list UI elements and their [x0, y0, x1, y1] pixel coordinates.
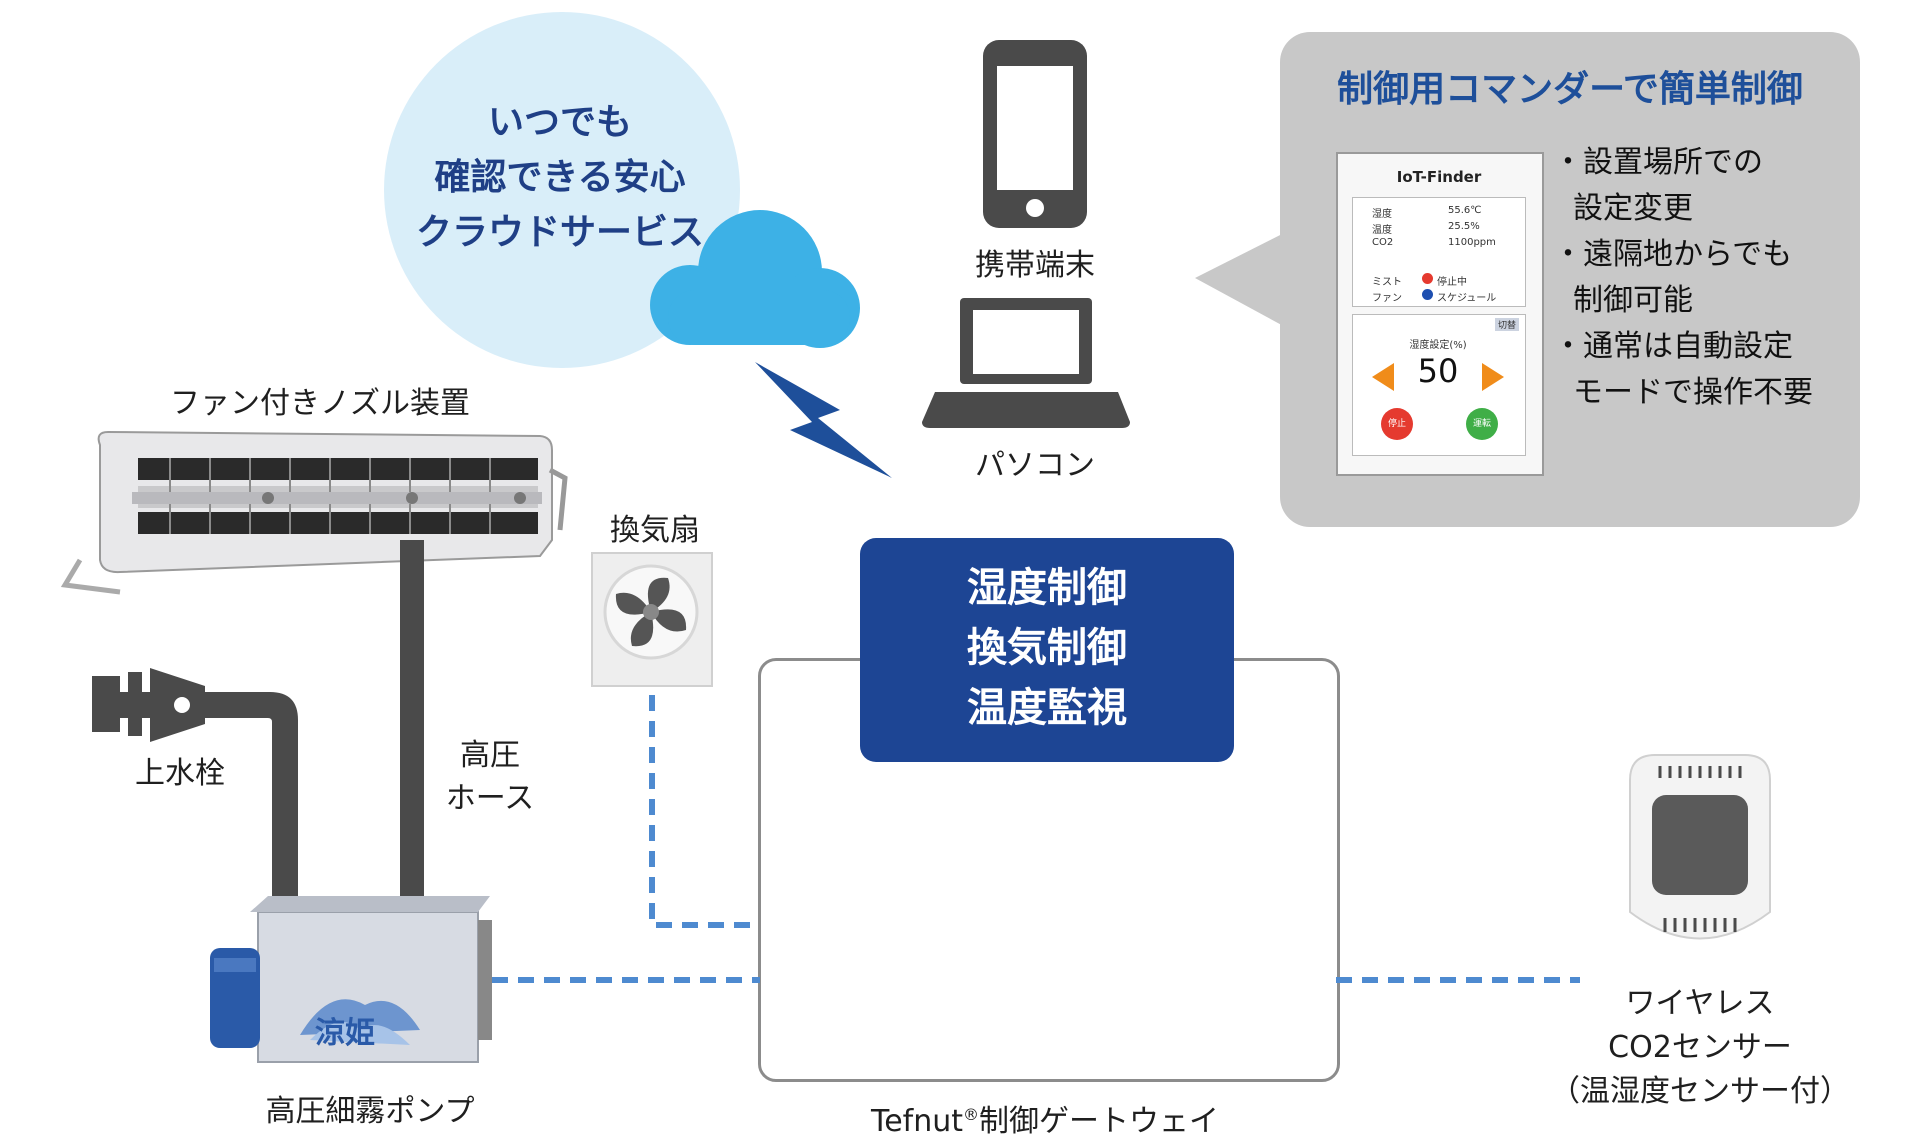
sensor-label-line-2: CO2センサー: [1608, 1030, 1792, 1065]
pump-label: 高圧細霧ポンプ: [265, 1094, 475, 1129]
bullet-2-line-1: ・遠隔地からでも: [1553, 237, 1793, 272]
control-functions-box: [860, 538, 1234, 762]
cloud-icon: [650, 210, 860, 348]
decrease-arrow-icon[interactable]: [1372, 363, 1394, 391]
faucet-label: 上水栓: [135, 756, 225, 791]
mist-status-dot: [1422, 273, 1433, 284]
bullet-3-line-2: モードで操作不要: [1573, 375, 1813, 410]
fan-to-gateway-line: [649, 695, 760, 928]
faucet-image: [92, 668, 298, 905]
mobile-label: 携帯端末: [975, 248, 1095, 283]
callout-bullets: ・設置場所での 設定変更 ・遠隔地からでも 制御可能 ・通常は自動設定 モードで…: [1553, 140, 1813, 416]
reading-name: CO2: [1372, 237, 1394, 248]
iot-finder-title: IoT-Finder: [1396, 168, 1482, 186]
control-line-1: 湿度制御: [967, 565, 1127, 611]
bullet-3-line-1: ・通常は自動設定: [1553, 329, 1793, 364]
run-button[interactable]: 運転: [1466, 408, 1498, 440]
hose-label-line-1: 高圧: [460, 738, 520, 773]
humidity-setting-label: 湿度設定(%): [1409, 340, 1467, 351]
sensor-readings-panel: [1352, 197, 1526, 307]
callout-pointer: [1195, 225, 1300, 335]
reading-name: 湿度: [1372, 209, 1392, 220]
nozzle-label: ファン付きノズル装置: [170, 386, 470, 421]
cloud-line-2: 確認できる安心: [434, 157, 686, 198]
laptop-icon: [922, 298, 1130, 428]
reading-value: 25.5%: [1448, 221, 1480, 232]
smartphone-icon: [983, 40, 1087, 228]
high-pressure-hose: [400, 540, 424, 905]
gateway-brand: Tefnut: [870, 1104, 964, 1139]
sensor-label-line-1: ワイヤレス: [1625, 986, 1775, 1021]
mist-label: ミスト: [1372, 277, 1402, 288]
stop-button[interactable]: 停止: [1381, 408, 1413, 440]
fan-label: ファン: [1372, 293, 1402, 304]
gateway-name: 制御ゲートウェイ: [979, 1104, 1220, 1139]
ventilation-fan-label: 換気扇: [610, 513, 700, 548]
hose-label-line-2: ホース: [445, 781, 535, 816]
cloud-line-3: クラウドサービス: [415, 212, 704, 253]
bullet-2-line-2: 制御可能: [1573, 283, 1693, 318]
switch-tag[interactable]: 切替: [1495, 318, 1520, 331]
control-functions-text: 湿度制御 換気制御 温度監視: [860, 558, 1234, 738]
pump-brand-logo: 涼姫: [315, 1016, 375, 1051]
reading-name: 温度: [1372, 225, 1392, 236]
fan-status: スケジュール: [1437, 293, 1497, 304]
callout-title: 制御用コマンダーで簡単制御: [1337, 69, 1803, 110]
mist-status: 停止中: [1437, 277, 1467, 288]
bullet-1-line-2: 設定変更: [1573, 191, 1693, 226]
high-pressure-pump-image: [210, 896, 492, 1063]
cloud-service-caption: いつでも 確認できる安心 クラウドサービス: [395, 95, 725, 260]
control-line-2: 換気制御: [967, 625, 1127, 671]
cloud-bubble: [384, 12, 740, 368]
lightning-bolt-icon: [755, 362, 892, 478]
gateway-label: Tefnut®制御ゲートウェイ: [780, 1096, 1310, 1140]
sensor-label-line-3: （温湿度センサー付）: [1550, 1074, 1850, 1109]
pc-label: パソコン: [975, 448, 1095, 483]
fan-nozzle-unit-image: [60, 430, 568, 595]
bullet-1-line-1: ・設置場所での: [1553, 145, 1763, 180]
fan-status-dot: [1422, 289, 1433, 300]
control-line-3: 温度監視: [967, 685, 1127, 731]
humidity-setpoint: 50: [1417, 352, 1459, 390]
registered-mark: ®: [963, 1105, 980, 1124]
reading-value: 1100ppm: [1448, 237, 1496, 248]
increase-arrow-icon[interactable]: [1482, 363, 1504, 391]
co2-sensor-image: [1629, 754, 1771, 940]
cloud-line-1: いつでも: [487, 102, 632, 143]
ventilation-fan-image: [591, 552, 713, 687]
reading-value: 55.6℃: [1448, 205, 1482, 216]
